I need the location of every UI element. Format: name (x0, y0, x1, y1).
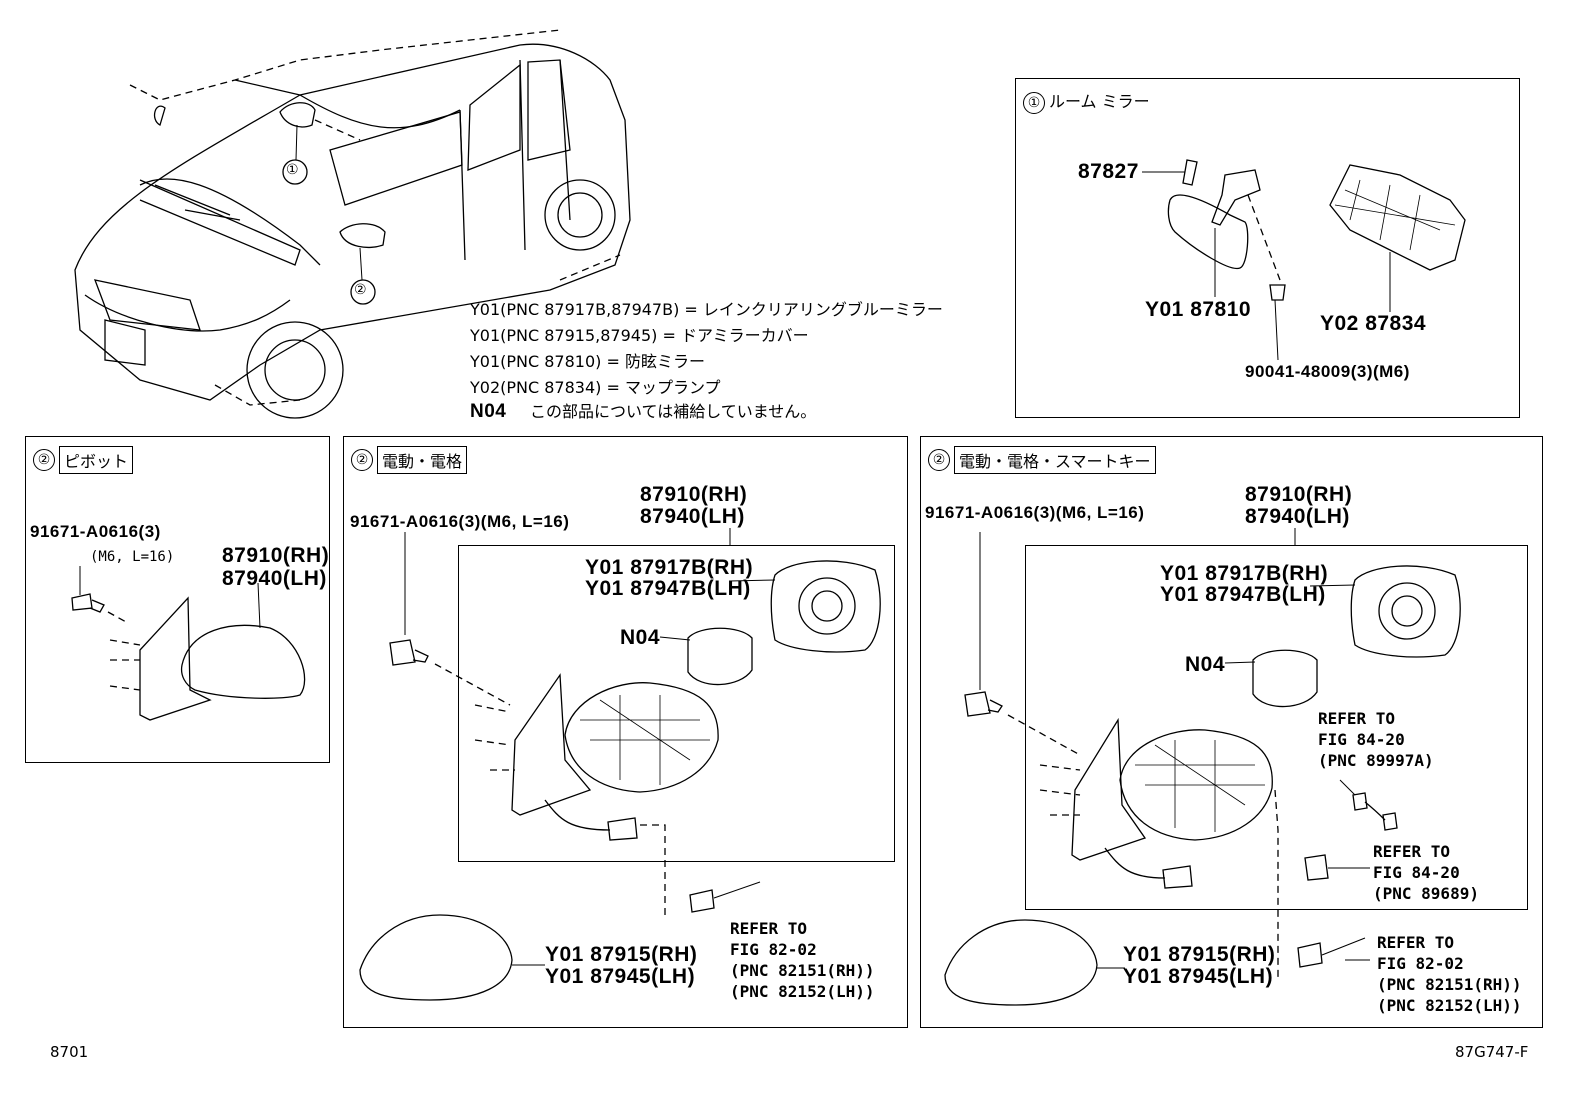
refer-line: REFER TO (1318, 709, 1396, 728)
power-bolt-part[interactable]: 91671-A0616(3)(M6, L=16) (350, 512, 570, 531)
pivot-bolt-part[interactable]: 91671-A0616(3) (30, 522, 161, 541)
pivot-panel (25, 436, 330, 763)
power-mirror-assy-frame (458, 545, 895, 862)
power-title: 電動・電格 (377, 446, 468, 474)
smart-refer-a[interactable]: REFER TO FIG 84-20 (PNC 89997A) (1318, 708, 1434, 771)
power-glass-rh[interactable]: Y01 87917B(RH) (585, 556, 754, 579)
pivot-mirror-rh[interactable]: 87910(RH) (222, 544, 330, 567)
smart-badge: ② (928, 449, 950, 471)
refer-line: FIG 82-02 (730, 940, 817, 959)
car-callout-1: ① (286, 162, 299, 178)
pivot-badge: ② (33, 449, 55, 471)
room-mirror-illustration (1142, 159, 1466, 361)
power-actuator-n04[interactable]: N04 (620, 626, 661, 649)
note-line-4: Y02(PNC 87834) = マップランプ (470, 378, 721, 397)
smart-refer-b[interactable]: REFER TO FIG 84-20 (PNC 89689) (1373, 841, 1479, 904)
smart-cover-lh[interactable]: Y01 87945(LH) (1123, 965, 1274, 988)
power-mirror-lh[interactable]: 87940(LH) (640, 505, 745, 528)
refer-line: (PNC 82151(RH)) (1377, 975, 1522, 994)
footer-page-code: 8701 (50, 1043, 89, 1061)
refer-line: FIG 84-20 (1318, 730, 1405, 749)
power-panel (343, 436, 908, 1028)
part-y02-87834[interactable]: Y02 87834 (1320, 312, 1427, 335)
refer-line: FIG 84-20 (1373, 863, 1460, 882)
n04-code: N04 (470, 401, 507, 422)
refer-line: REFER TO (1373, 842, 1451, 861)
room-mirror-title: ルーム ミラー (1049, 92, 1150, 111)
smart-title: 電動・電格・スマートキー (954, 446, 1156, 474)
pivot-mirror-lh[interactable]: 87940(LH) (222, 567, 327, 590)
refer-line: (PNC 82152(LH)) (1377, 996, 1522, 1015)
smart-panel (920, 436, 1543, 1028)
smart-mirror-lh[interactable]: 87940(LH) (1245, 505, 1350, 528)
smart-glass-rh[interactable]: Y01 87917B(RH) (1160, 562, 1329, 585)
refer-line: REFER TO (730, 919, 808, 938)
pivot-bolt-spec: (M6, L=16) (90, 549, 175, 565)
refer-line: (PNC 82152(LH)) (730, 982, 875, 1001)
power-cover-lh[interactable]: Y01 87945(LH) (545, 965, 696, 988)
room-mirror-panel (1015, 78, 1520, 418)
n04-description: この部品については補給していません。 (530, 402, 817, 421)
part-90041-48009[interactable]: 90041-48009(3)(M6) (1245, 362, 1410, 381)
footer-figure-code: 87G747-F (1455, 1043, 1529, 1061)
smart-mirror-rh[interactable]: 87910(RH) (1245, 483, 1353, 506)
smart-glass-lh[interactable]: Y01 87947B(LH) (1160, 583, 1326, 606)
power-mirror-illustration (359, 528, 881, 1001)
refer-line: (PNC 82151(RH)) (730, 961, 875, 980)
car-illustration (74, 29, 631, 419)
refer-line: (PNC 89997A) (1318, 751, 1434, 770)
power-glass-lh[interactable]: Y01 87947B(LH) (585, 577, 751, 600)
smart-refer-c[interactable]: REFER TO FIG 82-02 (PNC 82151(RH)) (PNC … (1377, 932, 1522, 1016)
power-cover-rh[interactable]: Y01 87915(RH) (545, 943, 698, 966)
note-line-1: Y01(PNC 87917B,87947B) = レインクリアリングブルーミラー (470, 300, 943, 319)
room-mirror-badge: ① (1023, 91, 1045, 114)
smart-cover-rh[interactable]: Y01 87915(RH) (1123, 943, 1276, 966)
note-line-5: N04 この部品については補給していません。 (470, 398, 816, 423)
part-87827[interactable]: 87827 (1078, 160, 1139, 183)
car-callout-2: ② (354, 282, 367, 298)
pivot-title: ピボット (59, 446, 134, 474)
smart-bolt-part[interactable]: 91671-A0616(3)(M6, L=16) (925, 503, 1145, 522)
power-mirror-rh[interactable]: 87910(RH) (640, 483, 748, 506)
pivot-mirror-illustration (71, 566, 306, 721)
smart-mirror-assy-frame (1025, 545, 1528, 910)
part-y01-87810[interactable]: Y01 87810 (1145, 298, 1252, 321)
power-badge: ② (351, 449, 373, 471)
note-line-3: Y01(PNC 87810) = 防眩ミラー (470, 352, 705, 371)
refer-line: FIG 82-02 (1377, 954, 1464, 973)
smart-actuator-n04[interactable]: N04 (1185, 653, 1226, 676)
refer-line: REFER TO (1377, 933, 1455, 952)
refer-line: (PNC 89689) (1373, 884, 1479, 903)
note-line-2: Y01(PNC 87915,87945) = ドアミラーカバー (470, 326, 809, 345)
power-refer-harness[interactable]: REFER TO FIG 82-02 (PNC 82151(RH)) (PNC … (730, 918, 875, 1002)
smart-mirror-illustration (944, 528, 1461, 1006)
